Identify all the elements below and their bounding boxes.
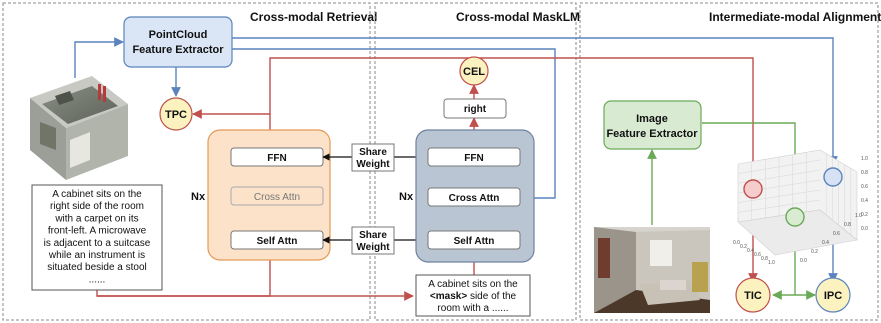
tpc-loss: TPC [159,97,193,131]
masked-caption-line2: <mask> side of the [430,291,517,302]
axis-tick-label: 1.0 [861,156,868,162]
axis-tick-label: 1.0 [768,260,775,266]
room-photo [594,227,710,313]
masked-caption-line2-rest: side of the [467,291,516,302]
axis-tick-label: 0.6 [861,184,868,190]
section-masklm-title: Cross-modal MaskLM [456,10,580,24]
pointcloud-extractor-line1: PointCloud [149,29,208,41]
left-caption-line: A cabinet sits on the [52,189,142,200]
pc-to-extractor-connector [74,37,124,78]
pointcloud-feature-extractor: PointCloud Feature Extractor [123,16,233,68]
left-caption-line: while an instrument is [48,250,145,261]
masklm-ffn-label: FFN [464,153,483,164]
image-feature-extractor: Image Feature Extractor [603,100,702,150]
tic-loss: TIC [735,277,771,313]
left-caption-line: ...... [89,274,106,285]
axis-tick-label: 0.4 [861,198,868,204]
masked-caption-box: A cabinet sits on the <mask> side of the… [415,274,531,317]
axis-tick-label: 0.8 [861,170,868,176]
left-caption-line: situated beside a stool [47,262,147,273]
masklm-output-label: right [464,104,487,115]
section-retrieval-title: Cross-modal Retrieval [250,10,377,24]
masked-caption-line1: A cabinet sits on the [428,279,518,290]
left-encoder: Nx FFN Cross Attn Self Attn [191,129,331,261]
left-caption-line: is adjacent to a suitcase [44,238,151,249]
masklm-encoder: Nx FFN Cross Attn Self Attn [399,129,535,263]
section-alignment-title: Intermediate-modal Alignment [709,10,881,24]
axis-tick-label: 0.4 [747,248,754,254]
axis-tick-label: 0.2 [740,244,747,250]
ipc-label: IPC [824,290,842,302]
extractor-to-ipc-connector [232,37,838,166]
red-feature-sphere [743,179,763,199]
mask-token: <mask> [430,291,467,302]
axis-tick-label: 0.0 [733,240,740,246]
axis-tick-label: 0.0 [800,258,807,264]
left-caption-line: front-left. A microwave [48,226,147,237]
left-caption-line: right side of the room [50,201,144,212]
left-cross-attn-block [230,186,324,206]
masklm-self-attn-label: Self Attn [454,236,495,247]
cel-loss: CEL [459,56,489,86]
masklm-cross-attn-block [427,187,521,207]
section-alignment-frame: Intermediate-modal Alignment [579,2,881,321]
share-weight-top: Share Weight [322,143,429,172]
cel-label: CEL [463,66,485,78]
axis-tick-label: 0.8 [844,222,851,228]
tpc-label: TPC [165,109,187,121]
blue-feature-sphere [823,167,843,187]
axis-tick-label: 0.6 [754,252,761,258]
pointcloud-extractor-line2: Feature Extractor [132,44,224,56]
masklm-cross-attn-label: Cross Attn [449,193,500,204]
axis-tick-label: 1.0 [855,213,862,219]
grid-line [737,199,821,213]
share-weight-bottom: Share Weight [322,226,429,255]
axis-tick-label: 0.4 [822,240,829,246]
tic-label: TIC [744,290,762,302]
axis-tick-label: 0.2 [811,249,818,255]
extractor-to-cross-attn-connector [232,48,556,203]
left-ffn-label: FFN [267,153,286,164]
masklm-self-attn-block [427,230,521,250]
axis-tick-label: 0.0 [861,226,868,232]
left-ffn-to-tic-connector [269,57,758,179]
masklm-output-box: right [443,98,507,119]
left-encoder-repeat: Nx [191,191,206,203]
masklm-encoder-repeat: Nx [399,191,414,203]
masked-caption-line3: room with a ...... [437,303,508,314]
share-weight-bottom-line1: Share [359,230,387,241]
axis-tick-label: 0.6 [833,231,840,237]
point-cloud-room-image [30,76,128,180]
scatter-3d-box [737,149,858,256]
ipc-loss: IPC [815,277,851,313]
share-weight-bottom-line2: Weight [356,242,390,253]
left-self-attn-label: Self Attn [257,236,298,247]
green-feature-sphere [785,207,805,227]
left-cross-attn-label: Cross Attn [254,192,300,203]
image-extractor-line2: Feature Extractor [606,128,698,140]
share-weight-top-line1: Share [359,147,387,158]
axis-tick-label: 0.8 [761,256,768,262]
left-caption-line: with a carpet on its [54,213,138,224]
axis-tick-label: 0.2 [861,212,868,218]
image-extractor-line1: Image [636,113,668,125]
share-weight-top-line2: Weight [356,159,390,170]
masklm-ffn-block [427,147,521,167]
